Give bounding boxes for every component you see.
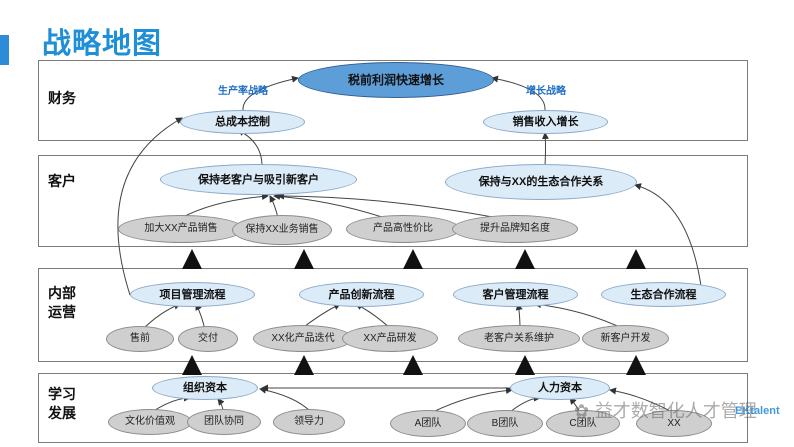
xx-iteration-node: XX化产品迭代 xyxy=(253,325,353,352)
teamwork-node: 团队协同 xyxy=(187,409,261,435)
ecosystem-relation-node: 保持与XX的生态合作关系 xyxy=(445,164,637,200)
internal-layer-label: 内部 运营 xyxy=(48,286,76,321)
cost-performance-node: 产品高性价比 xyxy=(346,215,460,243)
sales-growth-node: 销售收入增长 xyxy=(483,110,608,134)
watermark-label: 益才数智化人才管理 xyxy=(594,401,757,422)
retain-customers-node: 保持老客户与吸引新客户 xyxy=(160,164,357,195)
culture-values-node: 文化价值观 xyxy=(108,409,192,435)
total-cost-node: 总成本控制 xyxy=(180,110,305,134)
finance-layer-label: 财务 xyxy=(48,91,76,107)
delivery-node: 交付 xyxy=(178,326,238,352)
presales-node: 售前 xyxy=(106,326,174,352)
brand-awareness-node: 提升品牌知名度 xyxy=(452,215,578,243)
org-capital-node: 组织资本 xyxy=(152,376,258,400)
maintain-xx-sales-node: 保持XX业务销售 xyxy=(232,215,332,245)
customer-mgmt-node: 客户管理流程 xyxy=(453,282,578,307)
title-accent-bar xyxy=(0,35,9,65)
growth-strategy-label: 增长战略 xyxy=(526,86,566,97)
team-xx-node: XX xyxy=(636,410,712,437)
team-c-node: C团队 xyxy=(546,410,620,437)
customer-layer-label: 客户 xyxy=(48,174,76,190)
project-mgmt-node: 项目管理流程 xyxy=(130,282,255,307)
boost-xx-sales-node: 加大XX产品销售 xyxy=(118,215,244,243)
wechat-icon: ✿ xyxy=(574,401,595,422)
learning-layer-label: 学习 发展 xyxy=(48,387,76,422)
profit-growth-node: 税前利润快速增长 xyxy=(298,62,494,98)
new-customer-dev-node: 新客户开发 xyxy=(582,325,669,352)
team-b-node: B团队 xyxy=(467,410,543,437)
watermark-text: ✿ 益才数智化人才管理 xyxy=(574,397,757,423)
ektalent-logo: EKtalent xyxy=(735,405,780,417)
old-customer-maint-node: 老客户关系维护 xyxy=(458,325,580,352)
productivity-strategy-label: 生产率战略 xyxy=(218,86,268,97)
leadership-node: 领导力 xyxy=(273,409,345,435)
human-capital-node: 人力资本 xyxy=(510,376,610,400)
team-a-node: A团队 xyxy=(390,410,466,437)
page-title: 战略地图 xyxy=(42,26,163,60)
xx-rnd-node: XX产品研发 xyxy=(342,325,438,352)
product-innovation-node: 产品创新流程 xyxy=(299,282,424,307)
eco-coop-process-node: 生态合作流程 xyxy=(601,282,726,307)
